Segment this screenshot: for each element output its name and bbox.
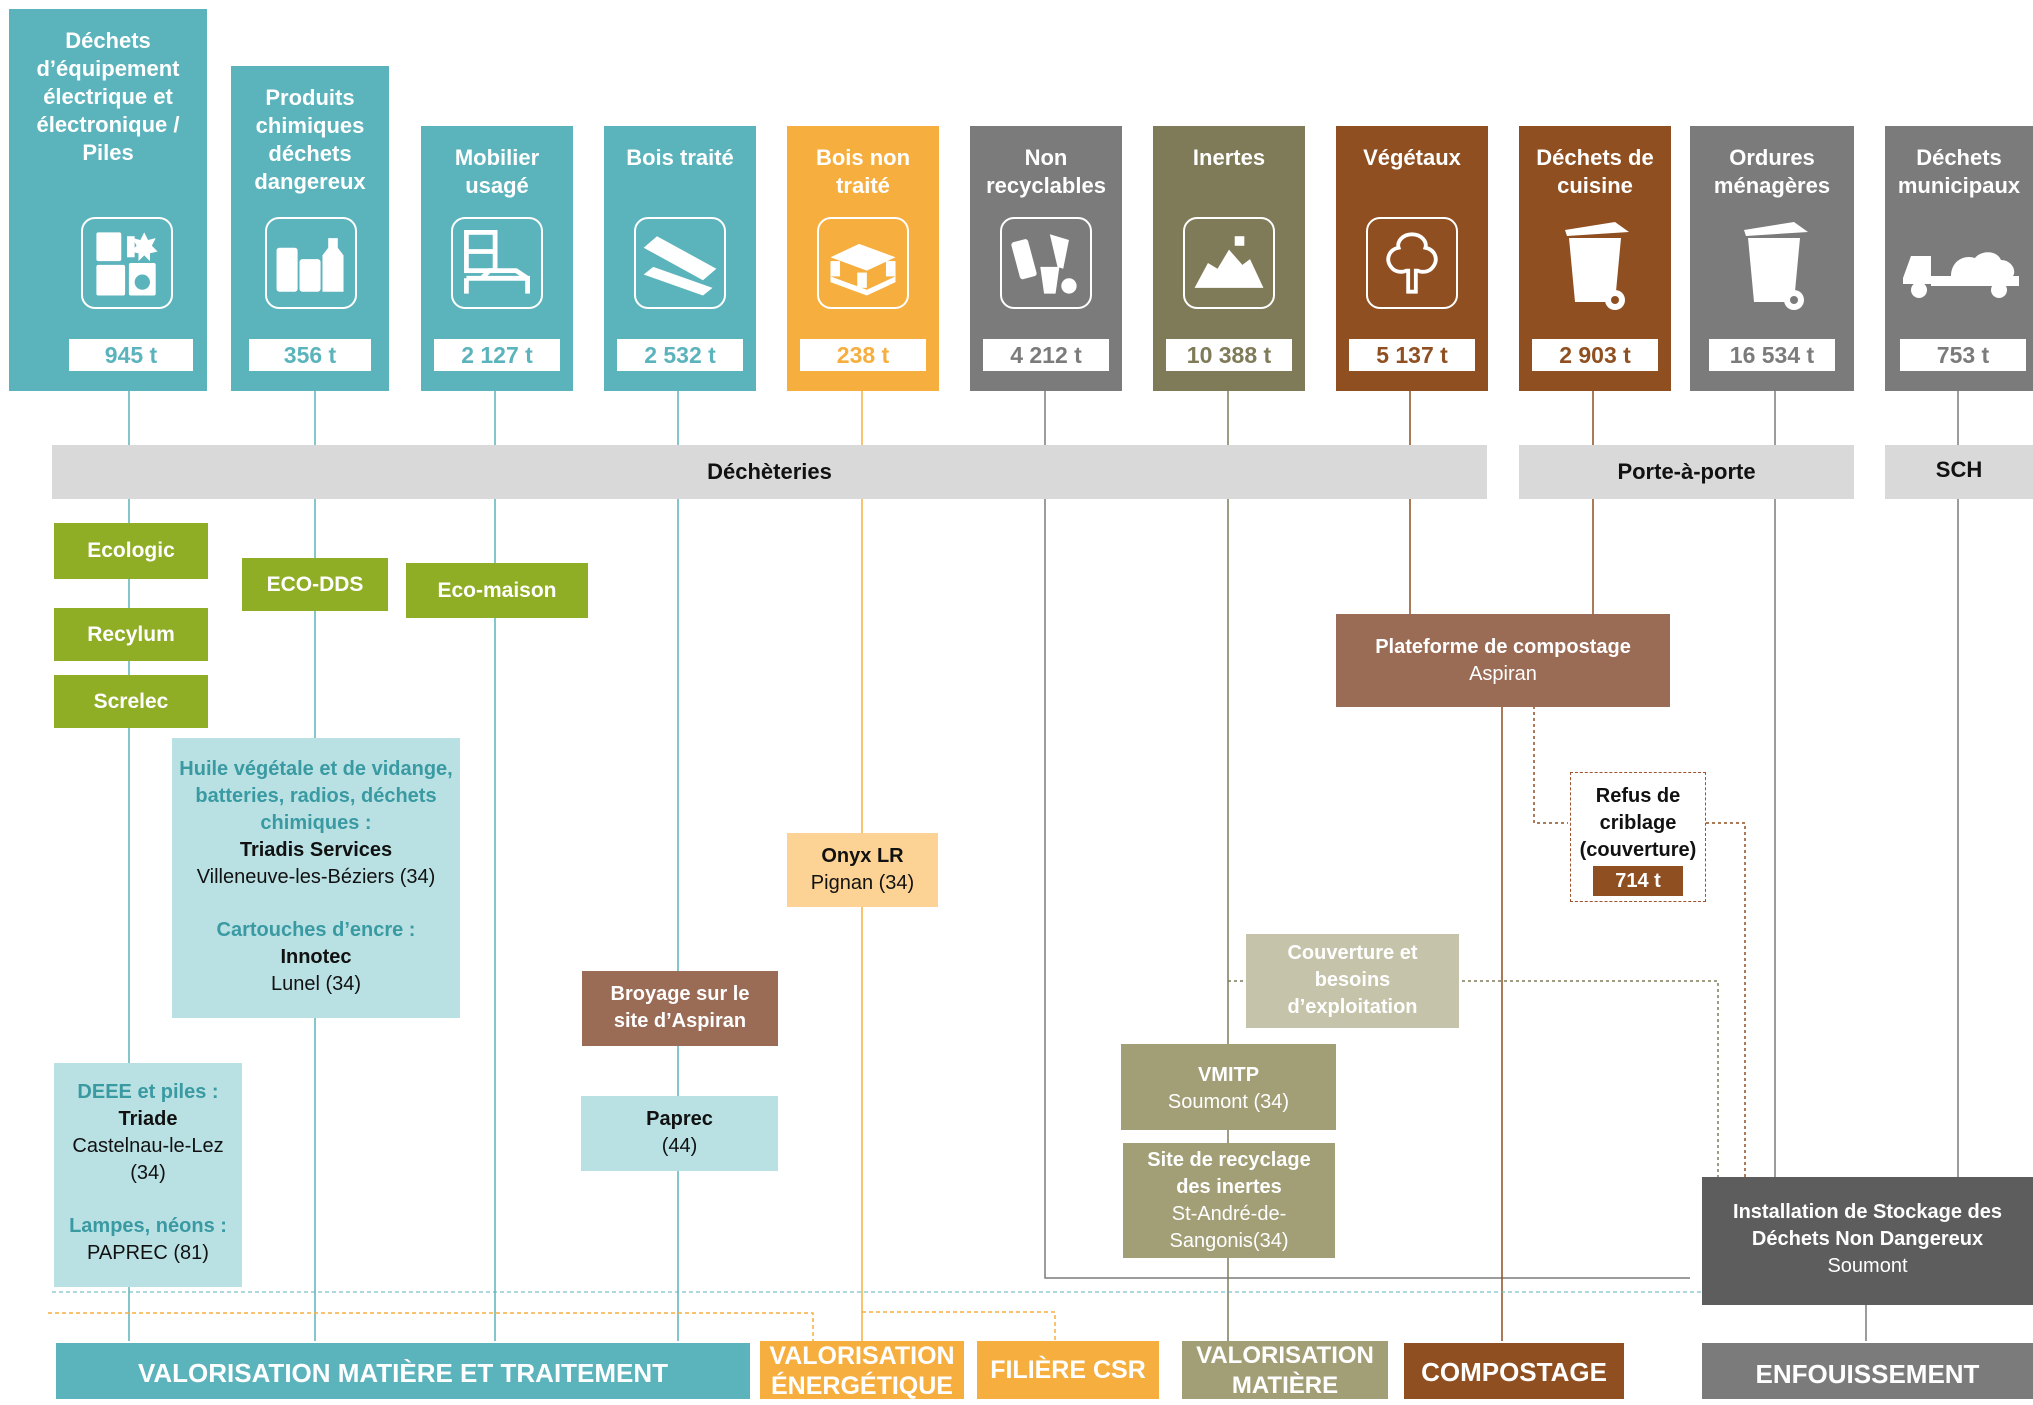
chemical-containers-icon: [265, 217, 357, 309]
destination-compostage: COMPOSTAGE: [1404, 1343, 1624, 1399]
vmitp-name: VMITP: [1197, 1064, 1260, 1086]
appliances-icon: [81, 217, 173, 309]
inertes-site-name: Site de recyclage des inertes: [1147, 1149, 1311, 1198]
treatment-triade-paprec: DEEE et piles : Triade Castelnau-le-Lez …: [54, 1063, 242, 1287]
quantity-label: 945 t: [69, 339, 193, 371]
compost-name: Plateforme de compostage: [1375, 636, 1631, 658]
grey-bin-icon: [1736, 216, 1812, 312]
eco-organism-ecologic: Ecologic: [54, 523, 208, 579]
category-title: Bois traité: [626, 145, 734, 170]
treatment-vmitp: VMITP Soumont (34): [1121, 1044, 1336, 1130]
rubble-icon: [1183, 217, 1275, 309]
destination-valorisation-energetique: VALORISATION ÉNERGÉTIQUE: [760, 1341, 964, 1399]
deee-company: Triade: [118, 1108, 178, 1130]
furniture-icon: [451, 217, 543, 309]
tree-icon: [1366, 217, 1458, 309]
couverture-besoins: Couverture et besoins d’exploitation: [1246, 934, 1459, 1028]
onyx-name: Onyx LR: [821, 845, 904, 867]
compost-place: Aspiran: [1469, 663, 1537, 685]
quantity-label: 16 534 t: [1709, 339, 1835, 371]
ink-company: Innotec: [280, 946, 352, 968]
chemicals-place: Villeneuve-les-Béziers (34): [196, 866, 436, 888]
mixed-waste-icon: [1000, 217, 1092, 309]
quantity-label: 4 212 t: [983, 339, 1109, 371]
category-mobilier: Mobilier usagé 2 127 t: [421, 126, 573, 391]
refus-criblage: Refus de criblage (couverture) 714 t: [1570, 772, 1706, 902]
category-title: Végétaux: [1363, 145, 1461, 170]
isdnd-place: Soumont: [1827, 1255, 1908, 1277]
truck-icon: [1901, 238, 2025, 302]
destination-enfouissement: ENFOUISSEMENT: [1702, 1343, 2033, 1399]
treatment-triadis-innotec: Huile végétale et de vidange, batteries,…: [172, 738, 460, 1018]
eco-organism-screlec: Screlec: [54, 675, 208, 728]
matiere-label: VALORISATION MATIÈRE: [1196, 1342, 1374, 1399]
destination-valorisation-matiere: VALORISATION MATIÈRE: [1182, 1341, 1388, 1399]
pallet-icon: [817, 217, 909, 309]
quantity-label: 356 t: [249, 339, 371, 371]
inertes-site-place: St-André-de-Sangonis(34): [1169, 1203, 1289, 1252]
treatment-isdnd: Installation de Stockage des Déchets Non…: [1702, 1177, 2033, 1305]
treatment-compostage-platform: Plateforme de compostage Aspiran: [1336, 614, 1670, 707]
eco-organism-eco-maison: Eco-maison: [406, 563, 588, 618]
quantity-label: 2 532 t: [617, 339, 743, 371]
category-bois-traite: Bois traité 2 532 t: [604, 126, 756, 391]
category-non-recyclables: Non recyclables 4 212 t: [970, 126, 1122, 391]
destination-valorisation-matiere-traitement: VALORISATION MATIÈRE ET TRAITEMENT: [56, 1343, 750, 1399]
wood-beams-icon: [634, 217, 726, 309]
ink-place: Lunel (34): [270, 973, 362, 995]
treatment-site-recyclage-inertes: Site de recyclage des inertes St-André-d…: [1123, 1143, 1335, 1258]
refus-label: Refus de criblage (couverture): [1579, 785, 1697, 861]
category-bois-non-traite: Bois non traité 238 t: [787, 126, 939, 391]
category-ordures-menageres: Ordures ménagères 16 534 t: [1690, 126, 1854, 391]
quantity-label: 10 388 t: [1166, 339, 1292, 371]
collection-sch: SCH: [1885, 445, 2033, 499]
category-title: Non recyclables: [986, 145, 1106, 198]
category-inertes: Inertes 10 388 t: [1153, 126, 1305, 391]
vmitp-place: Soumont (34): [1167, 1091, 1290, 1113]
onyx-place: Pignan (34): [810, 872, 915, 894]
destination-filiere-csr: FILIÈRE CSR: [977, 1341, 1159, 1399]
brown-bin-icon: [1557, 216, 1633, 312]
eco-organism-recylum: Recylum: [54, 608, 208, 661]
category-title: Bois non traité: [815, 145, 911, 198]
treatment-paprec: Paprec (44): [581, 1096, 778, 1171]
category-title: Inertes: [1192, 145, 1266, 170]
couverture-label: Couverture et besoins d’exploitation: [1287, 942, 1418, 1018]
category-dechets-cuisine: Déchets de cuisine 2 903 t: [1519, 126, 1671, 391]
quantity-label: 5 137 t: [1349, 339, 1475, 371]
category-dechets-municipaux: Déchets municipaux 753 t: [1885, 126, 2033, 391]
quantity-label: 2 127 t: [434, 339, 560, 371]
paprec-place: (44): [661, 1135, 698, 1157]
collection-porte-a-porte: Porte-à-porte: [1519, 445, 1854, 499]
eco-organism-eco-dds: ECO-DDS: [242, 558, 388, 611]
category-deee-piles: Déchets d’équipement électrique et élect…: [9, 9, 207, 391]
energetique-label: VALORISATION ÉNERGÉTIQUE: [769, 1342, 955, 1399]
quantity-label: 2 903 t: [1532, 339, 1658, 371]
lamps-heading: Lampes, néons :: [69, 1215, 227, 1237]
category-title: Déchets de cuisine: [1536, 145, 1654, 198]
isdnd-name: Installation de Stockage des Déchets Non…: [1733, 1201, 2002, 1250]
deee-heading: DEEE et piles :: [77, 1081, 219, 1103]
ink-heading: Cartouches d’encre :: [216, 919, 416, 941]
broyage-label: Broyage sur le site d’Aspiran: [610, 983, 750, 1032]
chemicals-company: Triadis Services: [239, 839, 393, 861]
collection-decheteries: Déchèteries: [52, 445, 1487, 499]
quantity-label: 238 t: [800, 339, 926, 371]
lamps-place: PAPREC (81): [87, 1242, 209, 1264]
category-title: Déchets d’équipement électrique et élect…: [36, 28, 180, 165]
paprec-name: Paprec: [646, 1108, 713, 1130]
treatment-onyx-lr: Onyx LR Pignan (34): [787, 833, 938, 907]
deee-place: Castelnau-le-Lez (34): [72, 1135, 224, 1184]
category-title: Mobilier usagé: [454, 145, 540, 198]
category-title: Déchets municipaux: [1897, 145, 2021, 198]
refus-quantity: 714 t: [1593, 866, 1683, 896]
chemicals-heading: Huile végétale et de vidange, batteries,…: [179, 758, 453, 834]
category-vegetaux: Végétaux 5 137 t: [1336, 126, 1488, 391]
category-title: Produits chimiques déchets dangereux: [254, 85, 366, 194]
category-produits-chimiques: Produits chimiques déchets dangereux 356…: [231, 66, 389, 391]
quantity-label: 753 t: [1900, 339, 2026, 371]
treatment-broyage-aspiran: Broyage sur le site d’Aspiran: [582, 971, 778, 1046]
category-title: Ordures ménagères: [1713, 145, 1831, 198]
